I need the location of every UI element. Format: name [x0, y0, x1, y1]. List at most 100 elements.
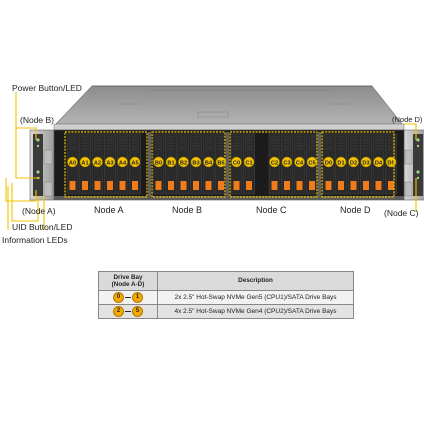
bay-label-badge — [190, 156, 202, 168]
bay-label: D5 — [387, 160, 394, 166]
drive-bay-c4[interactable]: C4 — [293, 133, 306, 195]
bay-release-tab[interactable] — [180, 181, 187, 190]
bay-label-badge — [129, 156, 141, 168]
drive-bay-c2[interactable]: C2 — [268, 133, 281, 195]
bay-release-tab[interactable] — [325, 181, 332, 190]
bay-label: B2 — [180, 160, 187, 166]
node-a-side-label: (Node A) — [22, 206, 56, 216]
bay-label: C5 — [308, 160, 315, 166]
power-button-label: Power Button/LED — [12, 83, 82, 93]
drive-bay-d3[interactable]: D3 — [360, 133, 372, 195]
bay-release-tab[interactable] — [94, 181, 101, 190]
bay-number-badge: 5 — [132, 306, 143, 317]
bay-release-tab[interactable] — [309, 181, 315, 190]
bay-label-badge — [79, 156, 91, 168]
bay-release-tab[interactable] — [233, 181, 240, 190]
drive-bay-a2[interactable]: A2 — [91, 133, 104, 195]
bay-label: D1 — [337, 160, 344, 166]
bay-label-badge — [203, 156, 214, 168]
drive-bay-a5[interactable]: A5 — [129, 133, 141, 195]
node-b-side-label: (Node B) — [20, 115, 55, 125]
node-d-leader — [404, 123, 417, 140]
bay-release-tab[interactable] — [82, 181, 88, 190]
bay-release-tab[interactable] — [69, 181, 76, 190]
drive-bay-a4[interactable]: A4 — [116, 133, 129, 195]
drive-bay-c3[interactable]: C3 — [281, 133, 293, 195]
node-b-highlight — [151, 131, 226, 198]
bay-label-badge — [92, 156, 103, 168]
bay-label-badge — [104, 156, 116, 168]
bay-label: B0 — [155, 160, 162, 166]
bay-release-tab[interactable] — [338, 181, 344, 190]
bay-release-tab[interactable] — [132, 181, 138, 190]
drive-bay-b4[interactable]: B4 — [202, 133, 215, 195]
node-a-leader — [5, 178, 37, 202]
bay-release-tab[interactable] — [350, 181, 357, 190]
drive-bay-d4[interactable]: D4 — [372, 133, 385, 195]
drive-bay-c0[interactable]: C0 — [230, 133, 243, 195]
description-cell: 2x 2.5" Hot-Swap NVMe Gen5 (CPU1)/SATA D… — [157, 290, 354, 305]
node-c-side-label: (Node C) — [384, 208, 419, 218]
bay-number-badge: 2 — [113, 306, 124, 317]
bay-label-badge — [165, 156, 177, 168]
bay-label-badge — [294, 156, 305, 168]
node-d-label: Node D — [340, 205, 371, 215]
bay-label-badge — [323, 156, 334, 168]
bay-label: A2 — [94, 160, 101, 166]
drive-bay-d1[interactable]: D1 — [335, 133, 347, 195]
bay-number-badge: 1 — [132, 292, 143, 303]
node-b-label: Node B — [172, 205, 203, 215]
bay-release-tab[interactable] — [296, 181, 303, 190]
bay-release-tab[interactable] — [246, 181, 252, 190]
drive-bay-a3[interactable]: A3 — [104, 133, 116, 195]
drive-bay-d0[interactable]: D0 — [322, 133, 335, 195]
bay-label: C0 — [233, 160, 240, 166]
info-leds-label: Information LEDs — [2, 235, 68, 245]
description-cell: 4x 2.5" Hot-Swap NVMe Gen4 (CPU2)/SATA D… — [157, 304, 354, 319]
chassis-top-cover — [55, 85, 403, 125]
bay-label-badge — [231, 156, 242, 168]
bay-release-tab[interactable] — [375, 181, 382, 190]
bay-release-tab[interactable] — [284, 181, 290, 190]
bay-label: D4 — [375, 160, 383, 166]
bay-release-tab[interactable] — [388, 181, 394, 190]
node-c-label: Node C — [256, 205, 287, 215]
bay-label-badge — [335, 156, 347, 168]
bay-release-tab[interactable] — [218, 181, 224, 190]
bay-label: A4 — [119, 160, 127, 166]
bay-release-tab[interactable] — [168, 181, 174, 190]
bay-label: A0 — [69, 160, 76, 166]
bay-label-badge — [281, 156, 293, 168]
bay-release-tab[interactable] — [193, 181, 199, 190]
bay-release-tab[interactable] — [119, 181, 126, 190]
bay-label: C2 — [271, 160, 278, 166]
drive-bay-b1[interactable]: B1 — [165, 133, 177, 195]
bay-release-tab[interactable] — [363, 181, 369, 190]
drive-bay-c5[interactable]: C5 — [306, 133, 318, 195]
node-b-leader — [16, 127, 37, 140]
bay-label: B1 — [167, 160, 174, 166]
drive-bay-c1[interactable]: C1 — [243, 133, 255, 195]
drive-bay-b0[interactable]: B0 — [152, 133, 165, 195]
bay-label: C4 — [296, 160, 304, 166]
drive-bay-a0[interactable]: A0 — [66, 133, 79, 195]
bay-release-tab[interactable] — [271, 181, 278, 190]
description-header: Description — [157, 271, 354, 291]
drive-bay-d2[interactable]: D2 — [347, 133, 360, 195]
uid-button-label: UID Button/LED — [12, 222, 73, 232]
bay-release-tab[interactable] — [107, 181, 113, 190]
drive-bay-d5[interactable]: D5 — [385, 133, 397, 195]
drive-bay-b2[interactable]: B2 — [177, 133, 190, 195]
drive-bay-a1[interactable]: A1 — [79, 133, 91, 195]
bay-label: B4 — [205, 160, 213, 166]
bay-label-badge — [153, 156, 164, 168]
bay-label: B3 — [192, 160, 199, 166]
bay-release-tab[interactable] — [205, 181, 212, 190]
bay-release-tab[interactable] — [155, 181, 162, 190]
drive-bay-b3[interactable]: B3 — [190, 133, 202, 195]
bay-label: A5 — [131, 160, 138, 166]
